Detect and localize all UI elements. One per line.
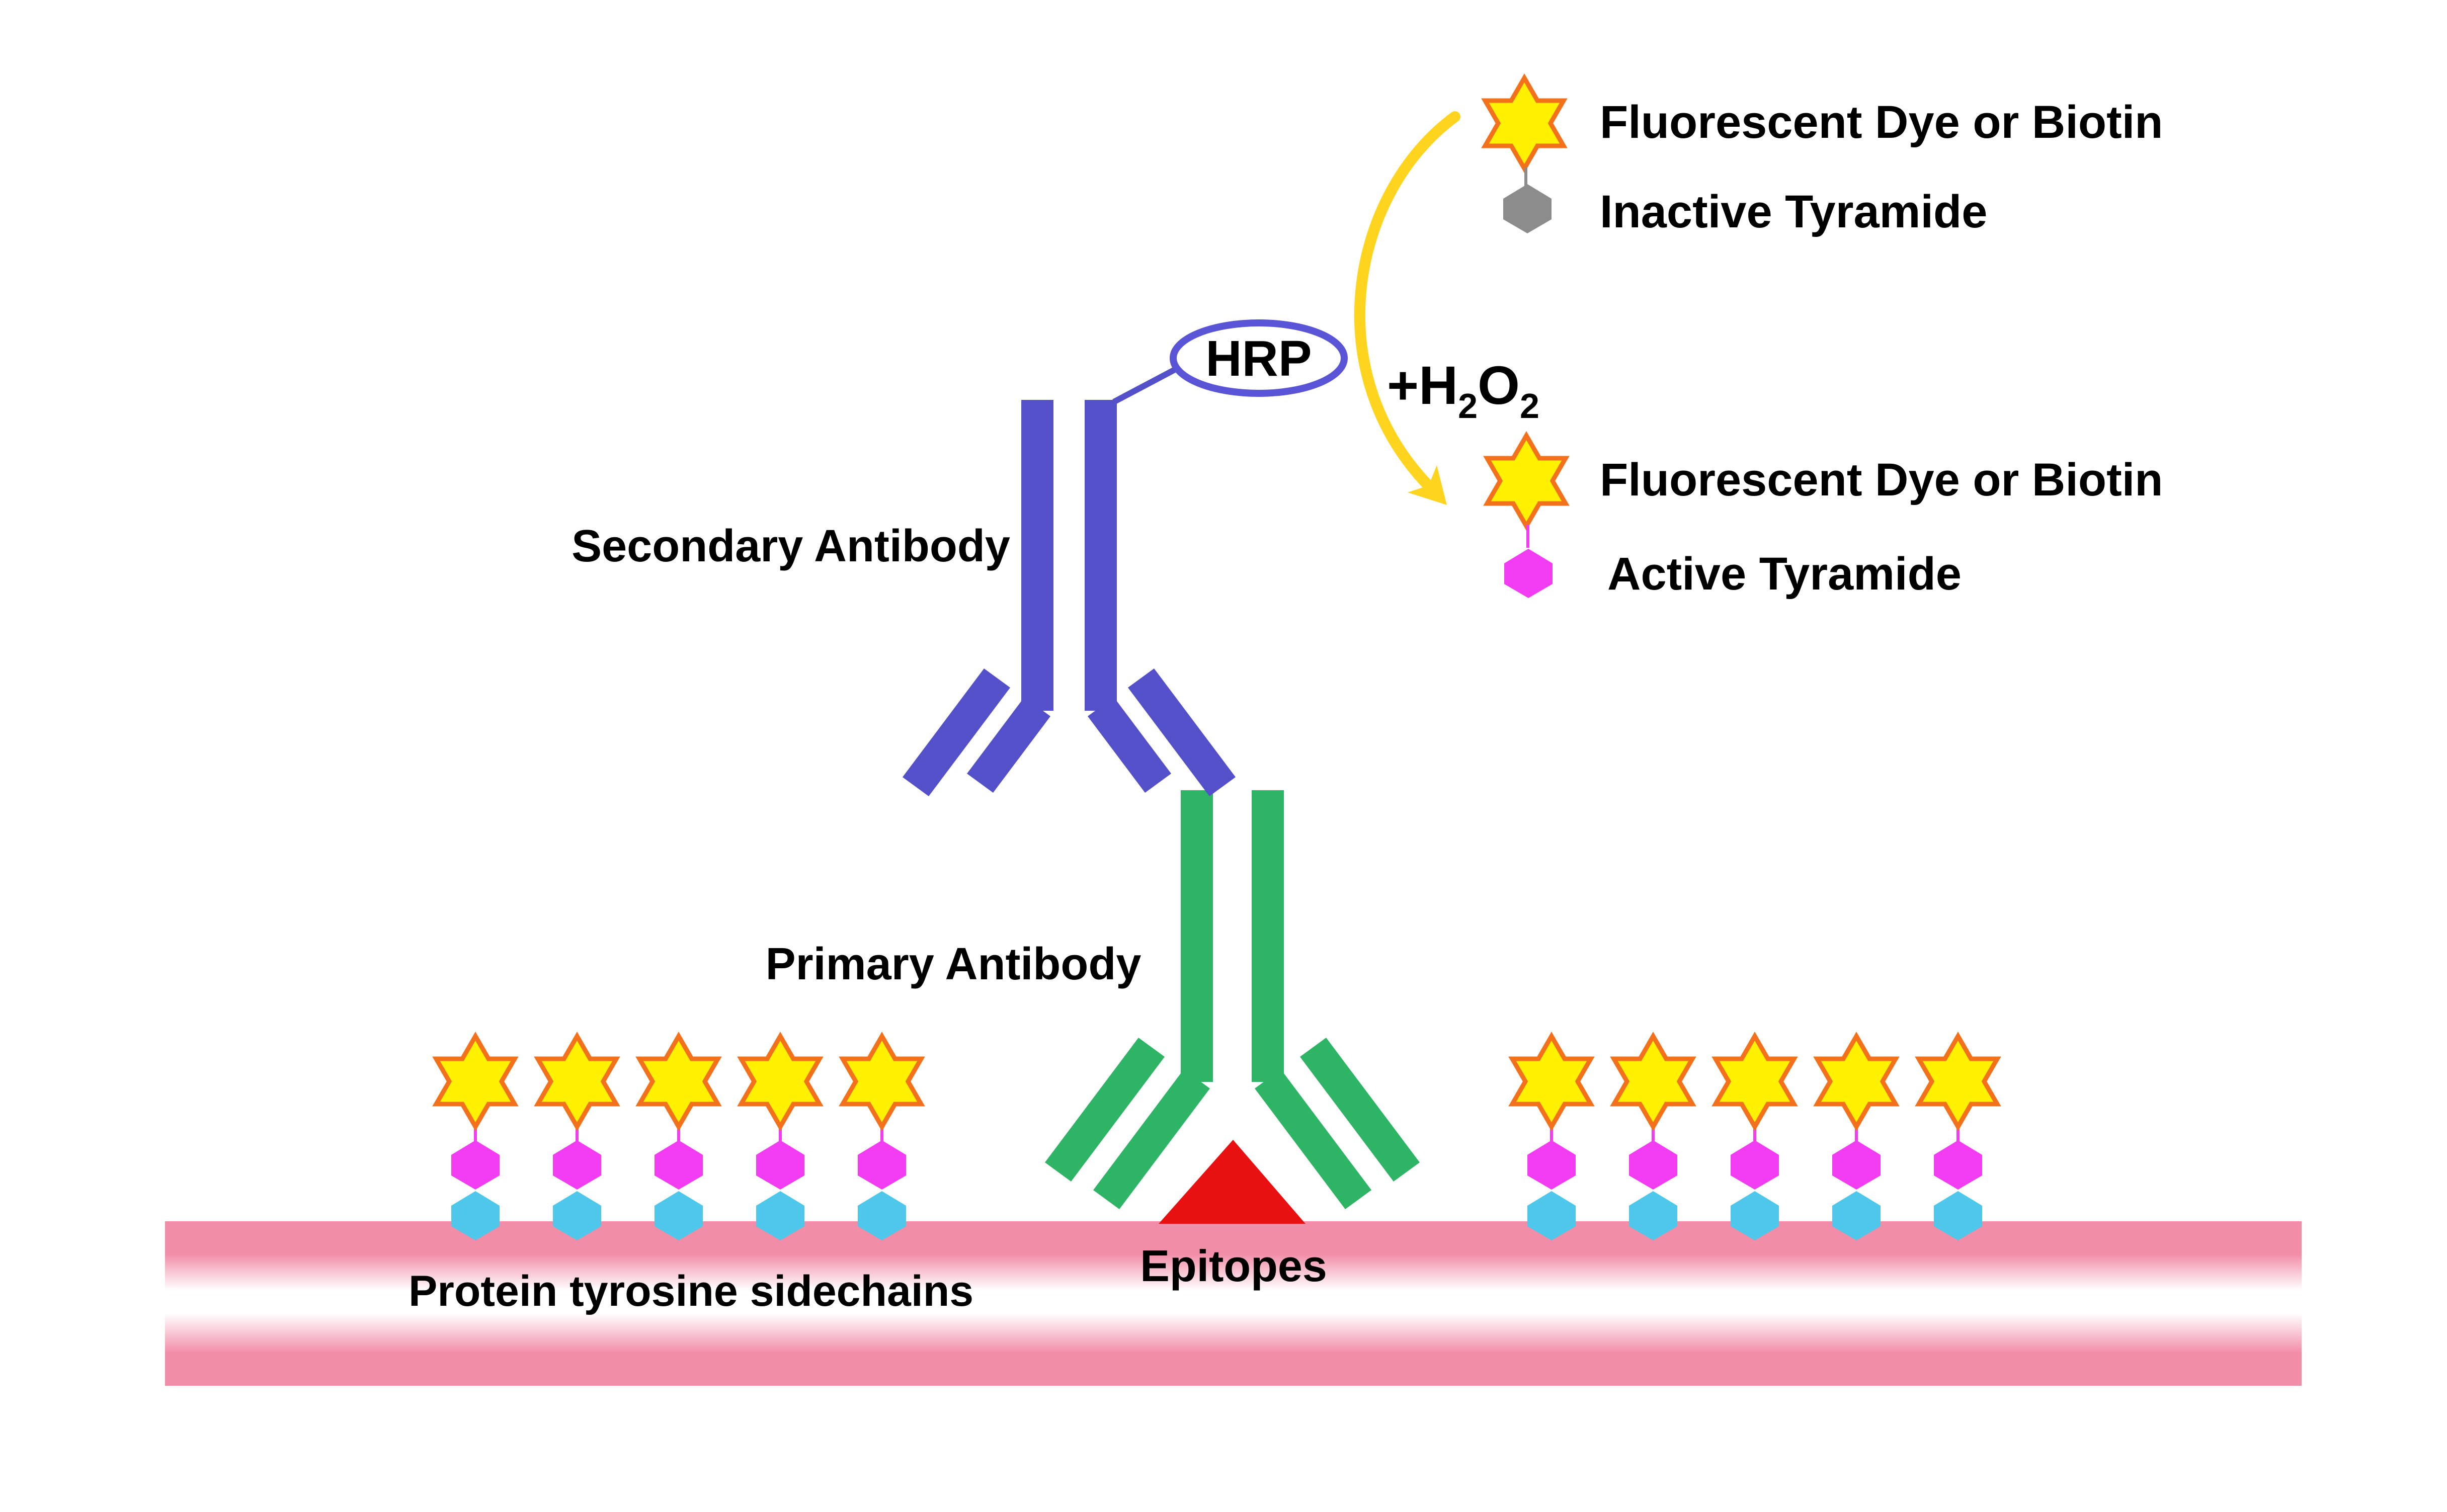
secondary-antibody-label: Secondary Antibody xyxy=(572,521,1010,571)
secondary-arm-outer-right xyxy=(1128,668,1236,796)
h2o2-main1: +H xyxy=(1387,355,1458,415)
secondary-arm-outer-left xyxy=(903,668,1010,796)
h2o2-sub1: 2 xyxy=(1458,386,1478,426)
secondary-arm-inner-right xyxy=(1088,697,1171,793)
h2o2-label: +H2O2 xyxy=(1387,355,1539,426)
primary-arm-inner-right xyxy=(1255,1069,1371,1209)
secondary-arm-inner-left xyxy=(967,697,1050,793)
reaction-arrow xyxy=(1354,111,1460,489)
hrp-connector-line xyxy=(1112,363,1184,405)
hrp-label: HRP xyxy=(1205,330,1312,387)
protein-membrane-band xyxy=(165,1221,2302,1386)
legend-fluorescent-top-label: Fluorescent Dye or Biotin xyxy=(1600,97,2163,148)
primary-antibody-shape xyxy=(1045,790,1420,1209)
h2o2-main2: O xyxy=(1478,355,1520,415)
legend-fluorescent-bottom-label: Fluorescent Dye or Biotin xyxy=(1600,454,2163,506)
hrp-ellipse xyxy=(1170,319,1348,397)
secondary-heavy-chain-right xyxy=(1085,400,1117,711)
legend-active-label: Active Tyramide xyxy=(1607,548,1962,600)
h2o2-sub2: 2 xyxy=(1520,386,1539,426)
reaction-arrowhead-icon xyxy=(1408,465,1447,505)
primary-antibody-label: Primary Antibody xyxy=(766,939,1141,989)
legend-inactive-label: Inactive Tyramide xyxy=(1600,186,1987,237)
protein-tyrosine-label: Protein tyrosine sidechains xyxy=(409,1267,973,1315)
legend-active-tyramide: Fluorescent Dye or Biotin Active Tyramid… xyxy=(1487,436,2163,600)
primary-heavy-chain-right xyxy=(1252,790,1284,1082)
epitopes-label: Epitopes xyxy=(1140,1241,1327,1291)
legend-inactive-tyramide: Fluorescent Dye or Biotin Inactive Tyram… xyxy=(1485,78,2163,237)
primary-arm-outer-left xyxy=(1045,1038,1165,1182)
primary-arm-inner-left xyxy=(1093,1069,1210,1209)
secondary-heavy-chain-left xyxy=(1021,400,1053,711)
epitope-triangle-icon xyxy=(1159,1140,1306,1224)
secondary-antibody-shape xyxy=(903,400,1236,796)
primary-heavy-chain-left xyxy=(1181,790,1213,1082)
primary-arm-outer-right xyxy=(1300,1038,1420,1182)
